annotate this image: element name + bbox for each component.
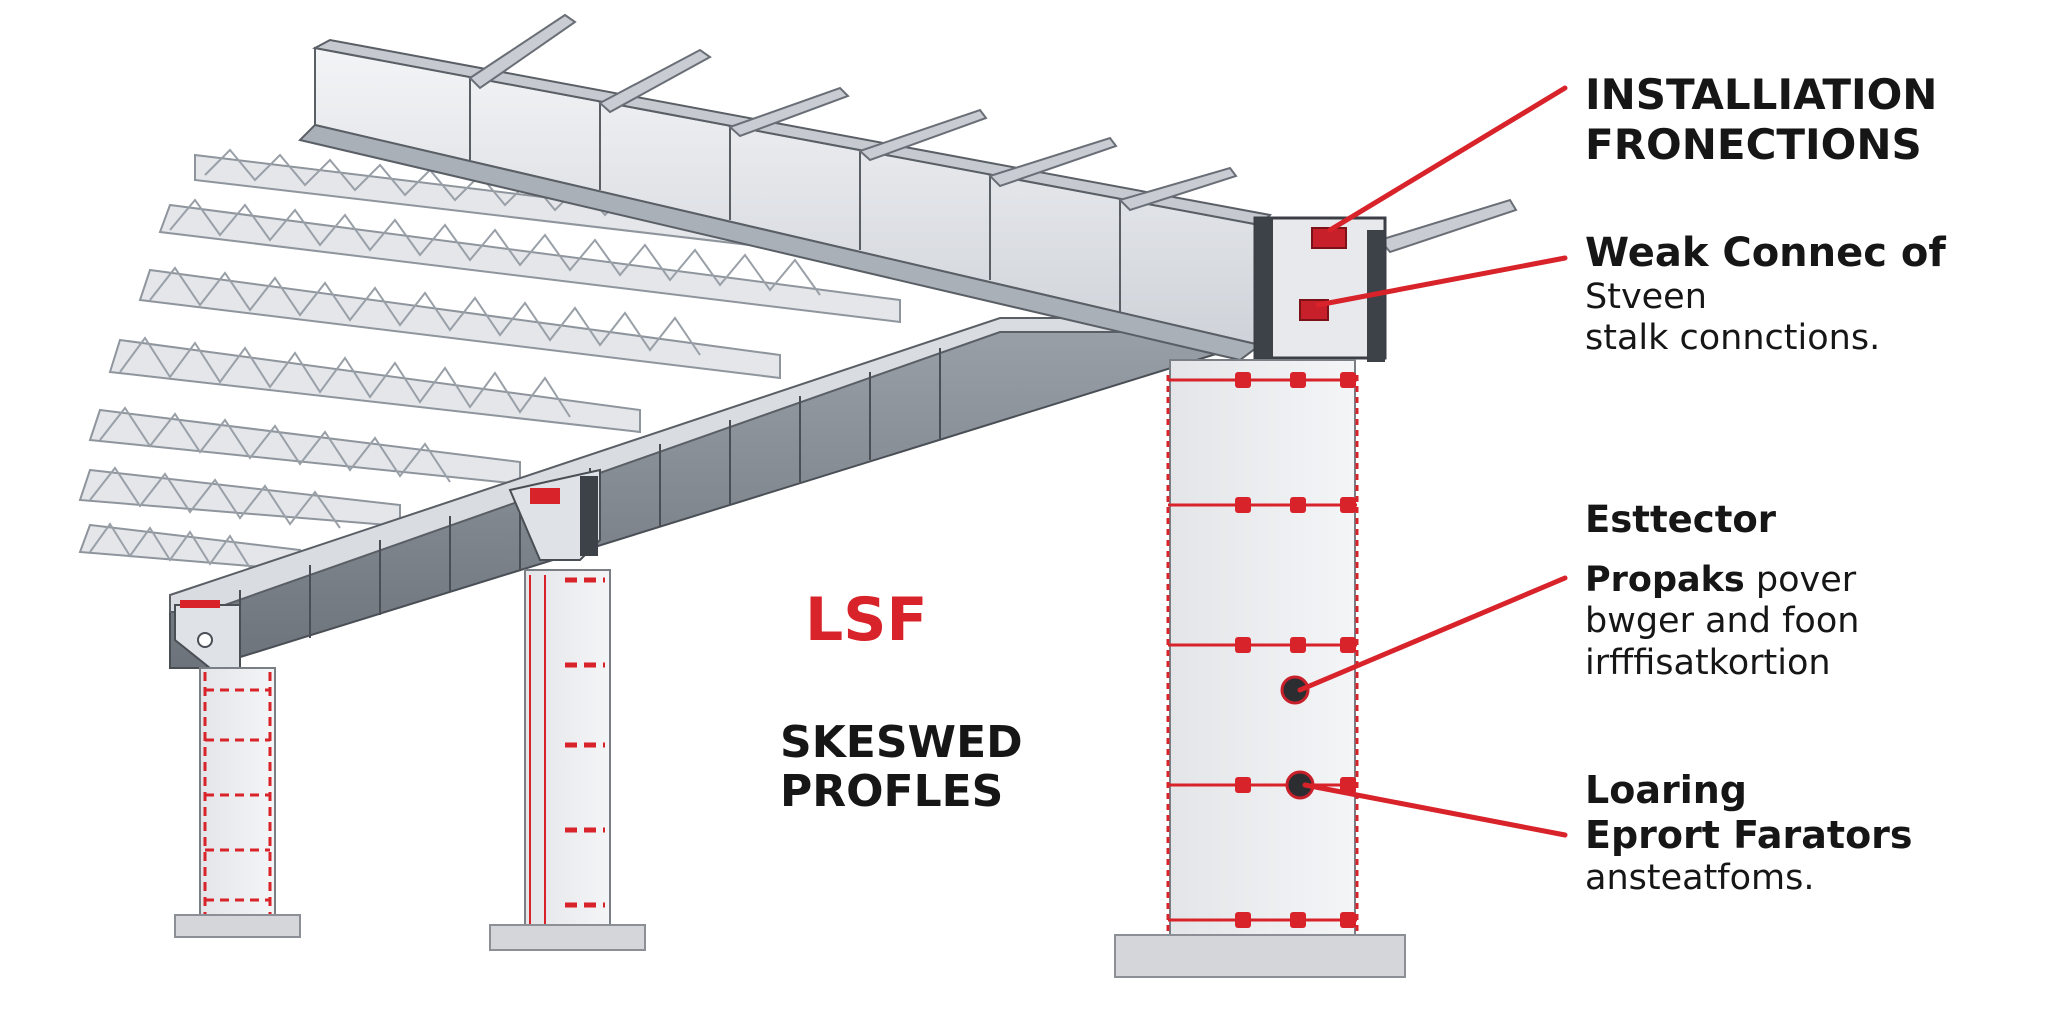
brand-label: LSF (805, 585, 928, 655)
leader-line-2 (1315, 255, 1568, 308)
callout-loaring-heading-1: Loaring (1585, 768, 1747, 812)
callout-weak-connection-body-2: stalk connctions. (1585, 318, 1881, 359)
callout-weak-connection-body-1: Stveen (1585, 277, 1707, 318)
callout-installation: INSTALLIATION FRONECTIONS (1585, 70, 1937, 169)
subtitle-line-1: SKESWED (780, 717, 1023, 768)
joist-3 (138, 266, 781, 380)
callout-loaring-body-1: ansteatfoms. (1585, 857, 1815, 898)
column-middle (489, 569, 646, 951)
column-left (174, 667, 301, 938)
callout-installation-line-2: FRONECTIONS (1585, 119, 1922, 169)
joist-6 (78, 466, 401, 529)
right-connection-block (1253, 216, 1387, 362)
callout-installation-line-1: INSTALLIATION (1585, 70, 1938, 119)
callout-propaks: Propaks pover bwger and foon irfffisatko… (1585, 560, 1859, 684)
callout-weak-connection: Weak Connec of Stveen stalk connctions. (1585, 230, 1946, 360)
callout-loaring-heading-2: Eprort Farators (1585, 812, 1913, 857)
callout-propaks-body-2: irfffisatkortion (1585, 642, 1831, 683)
column-right (1114, 359, 1406, 978)
callout-weak-connection-heading: Weak Connec of (1585, 230, 1946, 276)
callout-propaks-heading: Propaks (1585, 560, 1745, 600)
callout-propaks-body-1: bwger and foon (1585, 601, 1860, 642)
subtitle-line-2: PROFLES (780, 766, 1004, 818)
leader-line-1 (1327, 85, 1568, 233)
middle-bracket (508, 468, 601, 561)
joist-5 (88, 406, 521, 486)
callout-propaks-suffix: pover (1755, 560, 1857, 600)
callout-esttector: Esttector (1585, 498, 1777, 541)
leader-line-3 (1297, 575, 1568, 693)
joist-4 (108, 336, 641, 434)
leader-line-4 (1302, 782, 1568, 838)
leader-lines (1297, 85, 1568, 838)
joist-2 (158, 198, 901, 324)
subtitle: SKESWED PROFLES (780, 718, 1023, 817)
callout-loaring: Loaring Eprort Farators ansteatfoms. (1585, 768, 1913, 899)
